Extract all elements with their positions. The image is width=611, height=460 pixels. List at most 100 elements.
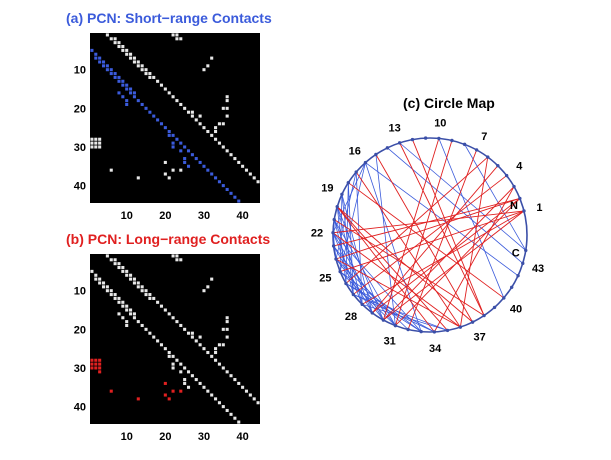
map-b-native-contact — [183, 378, 187, 382]
map-b-highlight-contact — [90, 366, 94, 370]
map-a-native-contact — [256, 180, 260, 184]
map-a-highlight-contact — [105, 68, 109, 72]
map-b-native-contact — [210, 393, 214, 397]
map-b-y-tick: 40 — [74, 402, 86, 414]
circle-node — [370, 311, 374, 315]
long-range-edge — [371, 165, 499, 314]
map-a-native-contact — [217, 122, 221, 126]
map-b-highlight-contact — [90, 362, 94, 366]
map-a-native-contact — [98, 141, 102, 145]
map-b-native-contact — [217, 362, 221, 366]
map-a-highlight-contact — [125, 102, 129, 107]
map-a-native-contact — [186, 110, 191, 114]
circle-node — [374, 152, 378, 157]
map-a-highlight-contact — [186, 149, 191, 153]
long-range-edge — [335, 258, 461, 328]
map-b-native-contact — [198, 343, 202, 347]
map-b-native-contact — [101, 281, 106, 285]
map-b-native-contact — [144, 293, 148, 297]
map-a-native-contact — [171, 95, 175, 99]
map-a-highlight-contact — [90, 48, 94, 52]
map-b-highlight-contact — [98, 370, 102, 374]
map-a-highlight-contact — [163, 126, 167, 130]
map-a-native-contact — [225, 106, 229, 110]
map-b-y-tick: 10 — [74, 286, 86, 298]
map-b-native-contact — [214, 358, 218, 362]
map-b-native-contact — [194, 378, 198, 382]
map-b-native-contact — [159, 343, 164, 347]
circle-node — [335, 204, 339, 209]
circle-node — [331, 244, 336, 248]
map-b-native-contact — [186, 385, 191, 389]
map-b-native-contact — [136, 285, 140, 289]
map-a-native-contact — [113, 37, 117, 41]
map-a-y-tick: 20 — [74, 103, 86, 115]
long-range-edge — [336, 206, 448, 331]
map-a-native-contact — [109, 168, 113, 172]
map-a-native-contact — [136, 64, 140, 68]
map-a-highlight-contact — [94, 56, 98, 60]
map-a-highlight-contact — [121, 83, 125, 87]
map-b-native-contact — [194, 339, 198, 343]
map-b-native-contact — [156, 339, 160, 343]
short-range-edge — [336, 206, 347, 284]
map-a-native-contact — [140, 68, 144, 72]
map-a-native-contact — [171, 33, 175, 37]
short-range-edge — [345, 283, 435, 333]
map-a-native-contact — [198, 122, 202, 126]
map-b-highlight-contact — [98, 366, 102, 370]
map-a-native-contact — [90, 137, 94, 141]
map-a-highlight-contact — [132, 95, 136, 99]
map-b-native-contact — [179, 323, 183, 328]
map-a-highlight-contact — [94, 52, 98, 56]
map-b-native-contact — [132, 316, 136, 320]
map-a-native-contact — [167, 91, 171, 95]
map-a-native-contact — [221, 106, 225, 110]
map-a-native-contact — [132, 56, 136, 60]
map-b-native-contact — [179, 362, 183, 366]
map-b-highlight-contact — [90, 358, 94, 362]
circle-node — [518, 196, 522, 201]
map-b-highlight-contact — [94, 366, 98, 370]
map-a-native-contact — [221, 145, 225, 149]
map-b-native-contact — [101, 285, 106, 289]
map-a-native-contact — [98, 137, 102, 141]
map-a-highlight-contact — [171, 133, 175, 137]
map-b-native-contact — [163, 308, 167, 312]
map-a-highlight-contact — [105, 64, 109, 68]
short-range-edge — [335, 258, 409, 330]
map-a-highlight-contact — [214, 176, 218, 180]
map-b-native-contact — [129, 308, 133, 312]
circle-node — [406, 327, 410, 332]
map-a-highlight-contact — [117, 79, 121, 83]
map-a-native-contact — [233, 157, 237, 161]
map-b-native-contact — [125, 323, 129, 328]
map-a-native-contact — [148, 72, 152, 76]
circle-node-label: 28 — [345, 311, 357, 323]
map-a-native-contact — [136, 60, 140, 64]
short-range-edge — [332, 162, 366, 233]
map-b-native-contact — [175, 320, 179, 324]
map-a-highlight-contact — [101, 60, 106, 64]
map-b-x-tick: 20 — [159, 431, 171, 443]
map-b-native-contact — [167, 354, 171, 358]
map-b-native-contact — [132, 277, 136, 281]
circle-node — [354, 170, 358, 174]
map-b-native-contact — [132, 312, 136, 316]
map-b-native-contact — [248, 393, 252, 397]
map-b-native-contact — [256, 401, 260, 405]
short-range-edge — [339, 194, 343, 272]
map-b-native-contact — [229, 412, 233, 416]
map-b-native-contact — [125, 320, 129, 324]
circle-node — [522, 209, 526, 213]
circle-node — [381, 318, 386, 322]
circle-node — [331, 231, 335, 235]
map-b-native-contact — [206, 350, 210, 355]
map-b-native-contact — [233, 416, 237, 420]
circle-node — [502, 296, 506, 300]
map-b-native-contact — [121, 304, 125, 308]
circle-node — [470, 320, 475, 324]
map-b-native-contact — [202, 289, 206, 293]
circle-node — [524, 248, 528, 253]
map-a-native-contact — [179, 37, 183, 41]
